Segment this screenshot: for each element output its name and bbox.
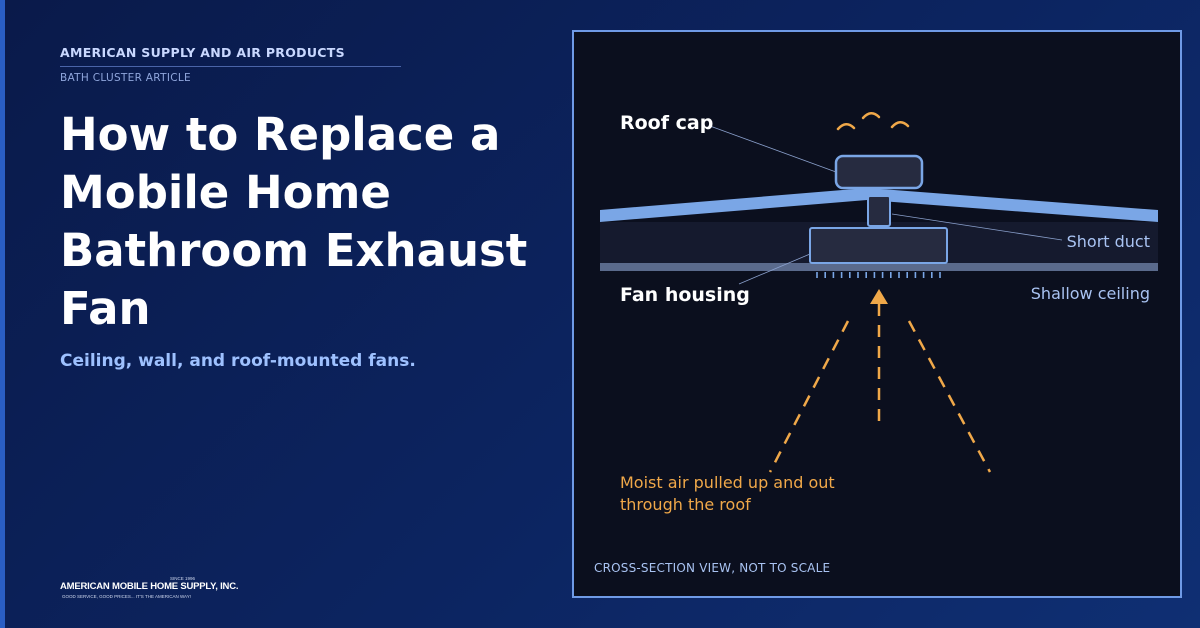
page-title: How to Replace a Mobile Home Bathroom Ex… — [60, 108, 528, 335]
brand-divider — [60, 66, 401, 67]
label-shallow-ceiling: Shallow ceiling — [1030, 284, 1150, 303]
article-category: BATH CLUSTER ARTICLE — [60, 72, 191, 84]
company-logo: SINCE 1996 AMERICAN MOBILE HOME SUPPLY, … — [60, 576, 239, 606]
logo-name: AMERICAN MOBILE HOME SUPPLY, INC. — [60, 581, 239, 592]
page-subtitle: Ceiling, wall, and roof-mounted fans. — [60, 351, 416, 371]
label-roof-cap: Roof cap — [620, 112, 714, 134]
logo-tagline: GOOD SERVICE, GOOD PRICES... IT'S THE AM… — [62, 594, 191, 599]
leader-lines — [709, 125, 1063, 285]
fan-housing — [809, 227, 948, 264]
cross-section-diagram — [600, 112, 1158, 473]
label-short-duct: Short duct — [1066, 232, 1150, 251]
left-accent-bar — [0, 0, 5, 628]
airflow-arrowhead — [870, 289, 888, 304]
roof-cap — [834, 154, 924, 190]
exhaust-arcs — [836, 112, 910, 131]
label-fan-housing: Fan housing — [620, 284, 750, 306]
diagram-panel: Roof cap Fan housing Short duct Shallow … — [572, 30, 1182, 598]
fan-grille — [816, 272, 941, 278]
logo-since: SINCE 1996 — [170, 576, 196, 581]
short-duct — [867, 195, 891, 227]
brand-name: AMERICAN SUPPLY AND AIR PRODUCTS — [60, 45, 345, 60]
label-airflow: Moist air pulled up and out through the … — [620, 473, 835, 514]
roof-deck — [600, 188, 1158, 222]
airflow-lines — [768, 304, 992, 473]
diagram-caption: CROSS-SECTION VIEW, NOT TO SCALE — [594, 561, 831, 575]
ceiling-line — [600, 263, 1158, 271]
